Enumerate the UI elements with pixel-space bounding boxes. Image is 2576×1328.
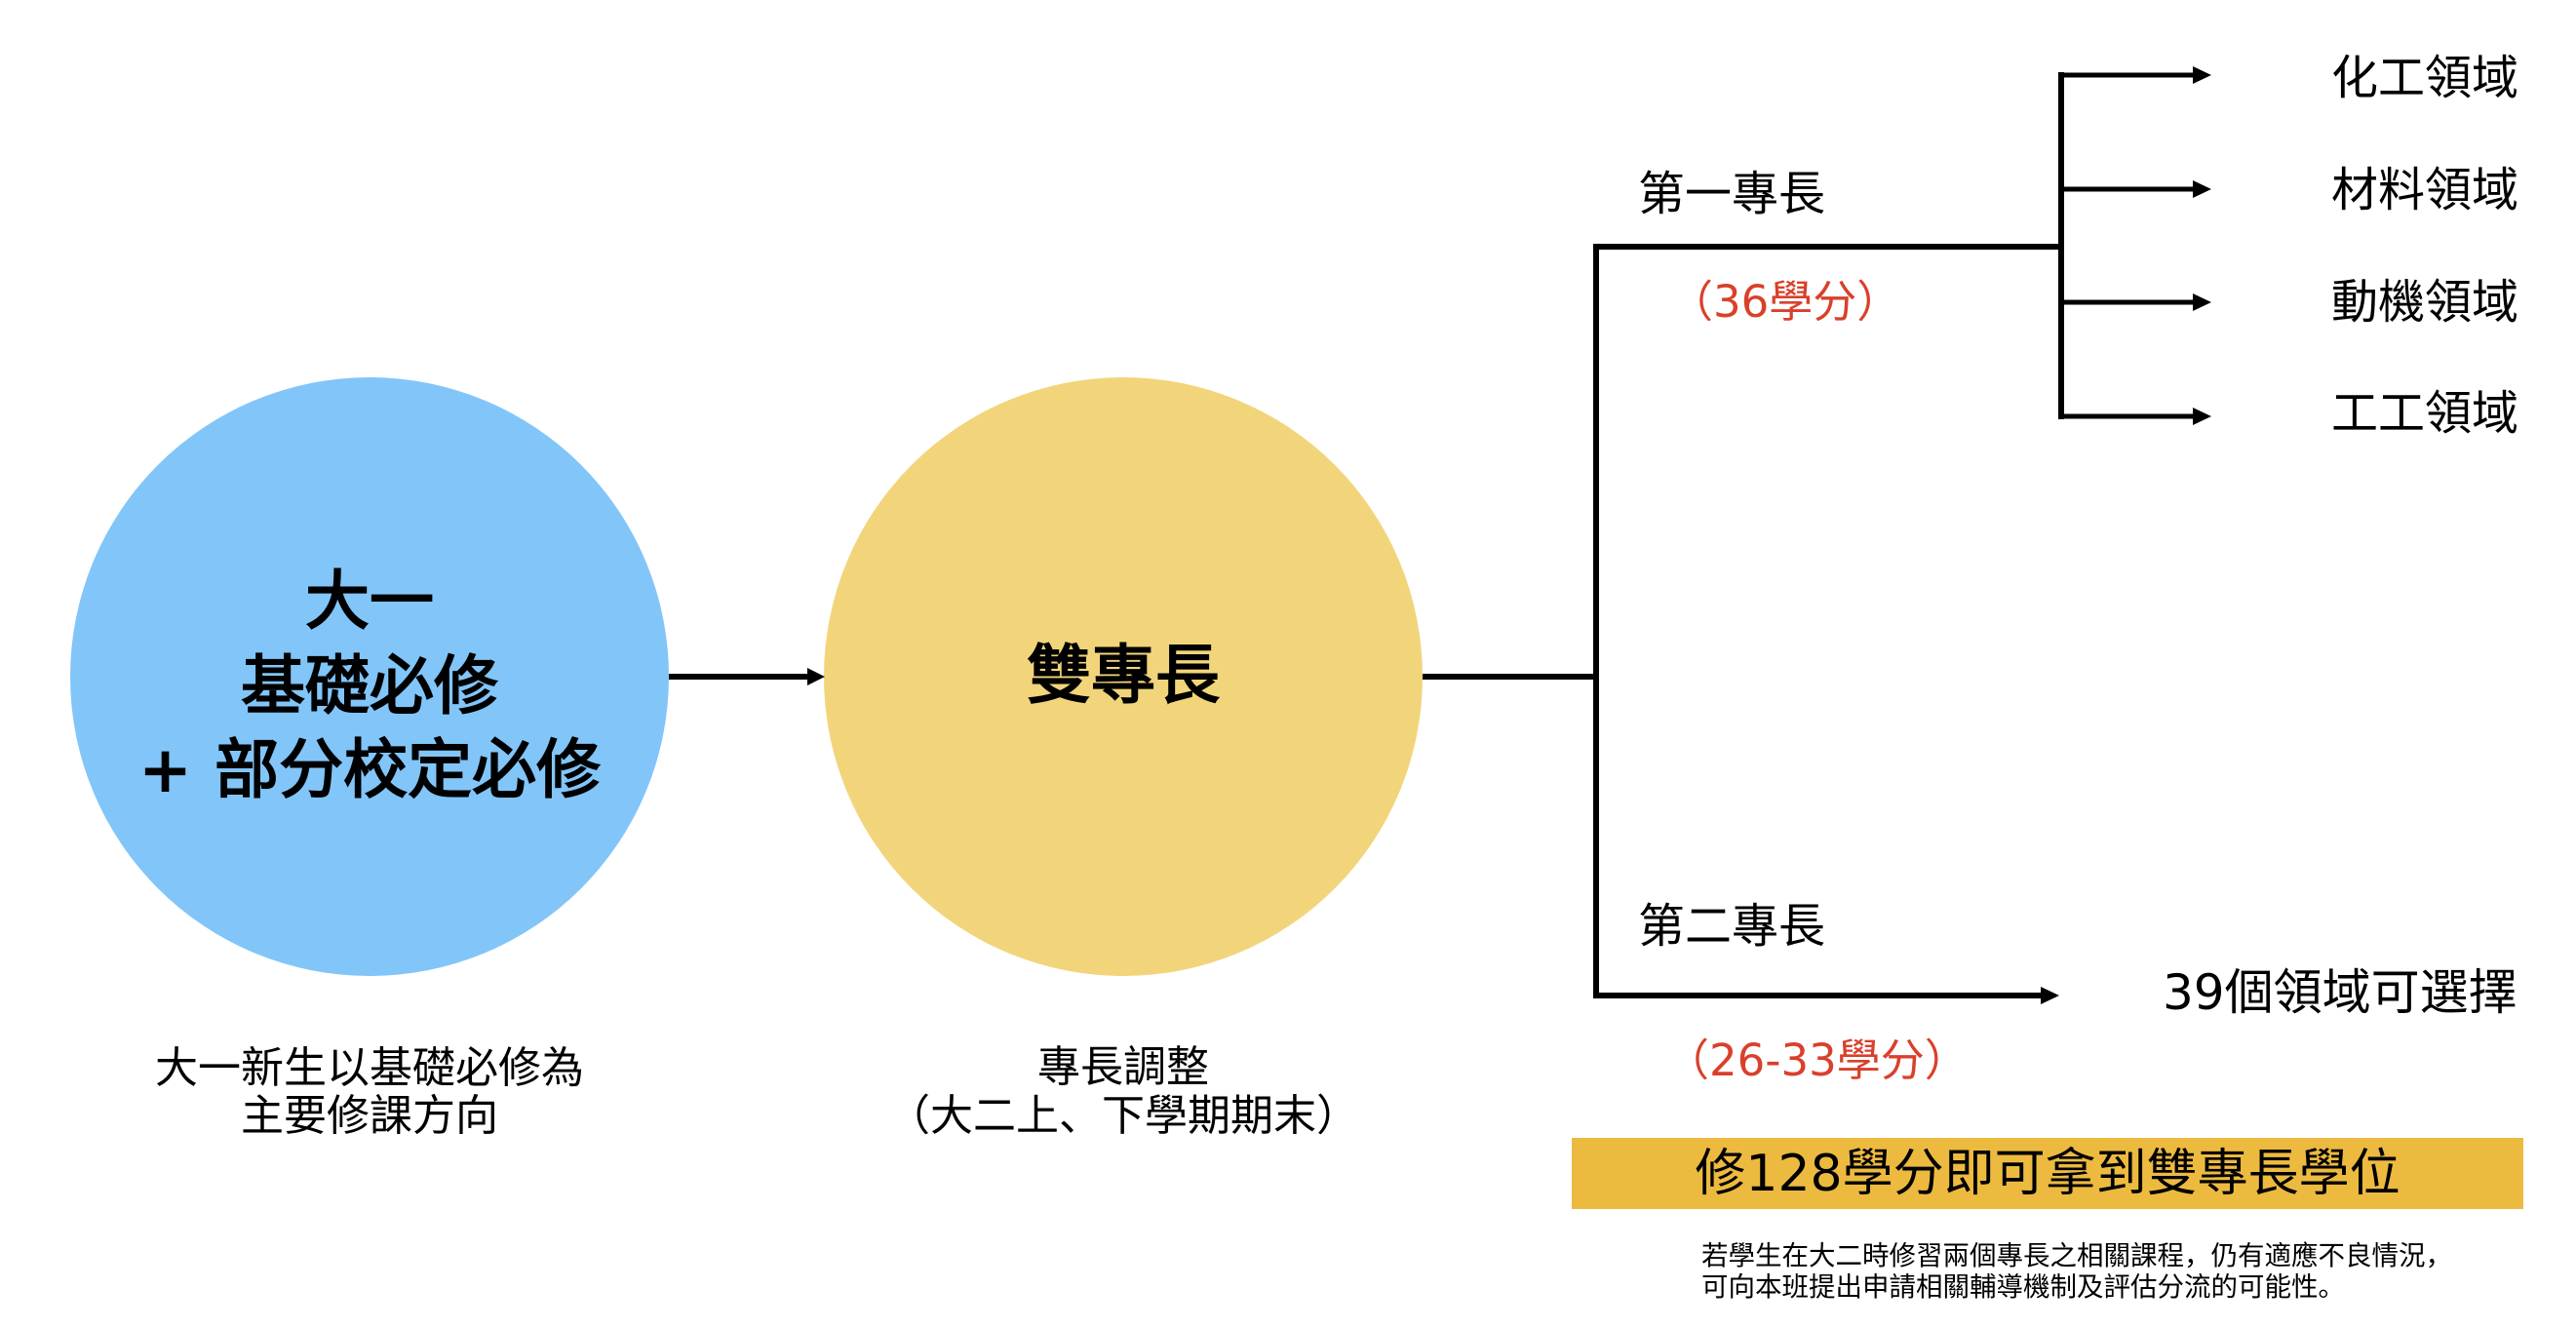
domain-arrowhead-icon-2 [2193, 293, 2211, 311]
stage2-caption: 專長調整 （大二上、下學期期末） [831, 1043, 1416, 1141]
second-specialty-label: 第二專長 [1638, 899, 1826, 954]
domain-arrowhead-icon-0 [2193, 66, 2211, 84]
second-specialty-credits: （26-33學分） [1665, 1035, 1969, 1086]
stage1-line-school-required: + 部分校定必修 [137, 732, 602, 807]
domain-industrial-engineering: 工工領域 [2331, 386, 2519, 441]
stage2-circle-text: 雙專長 [824, 634, 1423, 719]
domain-arrowhead-icon-1 [2193, 180, 2211, 198]
second-specialty-arrowhead-icon [2041, 987, 2059, 1004]
first-specialty-label: 第一專長 [1638, 167, 1826, 221]
stage1-circle-text: 大一 基礎必修 + 部分校定必修 [70, 560, 669, 813]
adjustment-note: 若學生在大二時修習兩個專長之相關課程，仍有適應不良情況， 可向本班提出申請相關輔… [1701, 1240, 2452, 1303]
stage1-caption-line: 主要修課方向 [241, 1091, 498, 1141]
domain-power-mechanical: 動機領域 [2331, 275, 2519, 330]
stage2-caption-line: 專長調整 [1037, 1042, 1209, 1092]
stage1-caption: 大一新生以基礎必修為 主要修課方向 [77, 1044, 662, 1140]
stage1-to-stage2-arrowhead-icon [807, 668, 825, 685]
stage2-caption-line: （大二上、下學期期末） [887, 1091, 1359, 1141]
domain-materials: 材料領域 [2331, 163, 2519, 217]
stage2-circle-label: 雙專長 [1027, 638, 1220, 713]
second-specialty-domain-count: 39個領域可選擇 [2163, 964, 2517, 1021]
domain-chemical-engineering: 化工領域 [2331, 51, 2519, 105]
stage1-freshman-circle: 大一 基礎必修 + 部分校定必修 [70, 377, 669, 976]
first-specialty-credits: （36學分） [1669, 276, 1901, 328]
stage1-line-freshman: 大一 [305, 564, 434, 639]
stage1-line-basic-required: 基礎必修 [241, 647, 498, 723]
stage2-double-specialty-circle: 雙專長 [824, 377, 1423, 976]
note-line: 若學生在大二時修習兩個專長之相關課程，仍有適應不良情況， [1701, 1240, 2452, 1271]
note-line: 可向本班提出申請相關輔導機制及評估分流的可能性。 [1701, 1271, 2345, 1303]
stage1-caption-line: 大一新生以基礎必修為 [155, 1043, 584, 1093]
domain-arrowhead-icon-3 [2193, 408, 2211, 425]
degree-requirement-text: 修128學分即可拿到雙專長學位 [1695, 1144, 2400, 1203]
degree-requirement-banner: 修128學分即可拿到雙專長學位 [1572, 1138, 2523, 1209]
